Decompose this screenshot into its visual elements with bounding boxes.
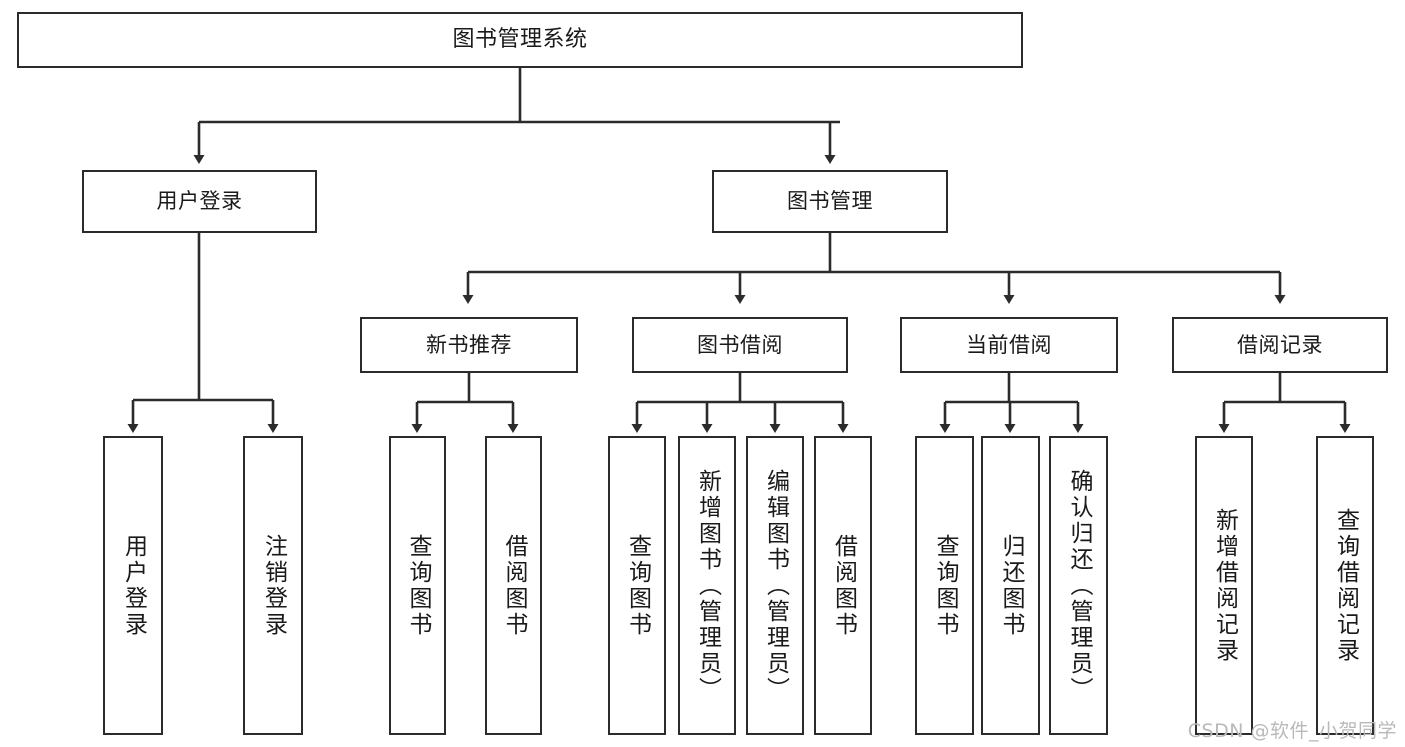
node-leaf-borrow-add-label: 新增图书（管理员）	[694, 468, 721, 703]
node-book-manage-label: 图书管理	[787, 189, 873, 214]
node-borrow-record-label: 借阅记录	[1237, 332, 1323, 357]
node-leaf-rec-add[interactable]: 新增借阅记录	[1195, 436, 1253, 735]
node-leaf-user-login-label: 用户登录	[120, 533, 147, 638]
node-new-book-rec[interactable]: 新书推荐	[360, 317, 578, 373]
node-leaf-user-login[interactable]: 用户登录	[103, 436, 163, 735]
node-leaf-borrow-edit[interactable]: 编辑图书（管理员）	[746, 436, 804, 735]
node-leaf-borrow-do[interactable]: 借阅图书	[814, 436, 872, 735]
node-root[interactable]: 图书管理系统	[17, 12, 1023, 68]
node-leaf-cur-return[interactable]: 归还图书	[981, 436, 1040, 735]
node-root-label: 图书管理系统	[452, 27, 588, 53]
node-borrow-record[interactable]: 借阅记录	[1172, 317, 1388, 373]
node-current-borrow[interactable]: 当前借阅	[900, 317, 1118, 373]
node-leaf-cur-query-label: 查询图书	[932, 533, 958, 638]
node-leaf-borrow-edit-label: 编辑图书（管理员）	[762, 468, 789, 703]
node-leaf-rec-borrow[interactable]: 借阅图书	[485, 436, 542, 735]
node-user-login-label: 用户登录	[156, 189, 243, 214]
node-leaf-cur-confirm[interactable]: 确认归还（管理员）	[1049, 436, 1108, 735]
node-leaf-user-logout[interactable]: 注销登录	[243, 436, 303, 735]
node-leaf-rec-add-label: 新增借阅记录	[1211, 507, 1238, 664]
node-leaf-rec-query2-label: 查询借阅记录	[1332, 507, 1359, 664]
node-leaf-borrow-add[interactable]: 新增图书（管理员）	[678, 436, 736, 735]
node-leaf-rec-query-label: 查询图书	[405, 533, 431, 638]
node-leaf-rec-query[interactable]: 查询图书	[389, 436, 446, 735]
node-current-borrow-label: 当前借阅	[966, 332, 1052, 357]
node-book-borrow-label: 图书借阅	[697, 332, 783, 357]
node-leaf-rec-borrow-label: 借阅图书	[501, 533, 527, 638]
node-user-login[interactable]: 用户登录	[82, 170, 317, 233]
node-book-borrow[interactable]: 图书借阅	[632, 317, 848, 373]
node-leaf-borrow-do-label: 借阅图书	[830, 533, 857, 638]
node-leaf-user-logout-label: 注销登录	[260, 533, 287, 638]
node-new-book-rec-label: 新书推荐	[426, 332, 512, 357]
node-leaf-borrow-query[interactable]: 查询图书	[608, 436, 666, 735]
node-leaf-cur-query[interactable]: 查询图书	[915, 436, 974, 735]
node-book-manage[interactable]: 图书管理	[712, 170, 948, 233]
node-leaf-cur-confirm-label: 确认归还（管理员）	[1066, 468, 1092, 703]
node-leaf-cur-return-label: 归还图书	[998, 533, 1024, 638]
node-leaf-borrow-query-label: 查询图书	[624, 533, 651, 638]
node-leaf-rec-query2[interactable]: 查询借阅记录	[1316, 436, 1374, 735]
watermark: CSDN @软件_小贺同学	[1187, 720, 1397, 742]
